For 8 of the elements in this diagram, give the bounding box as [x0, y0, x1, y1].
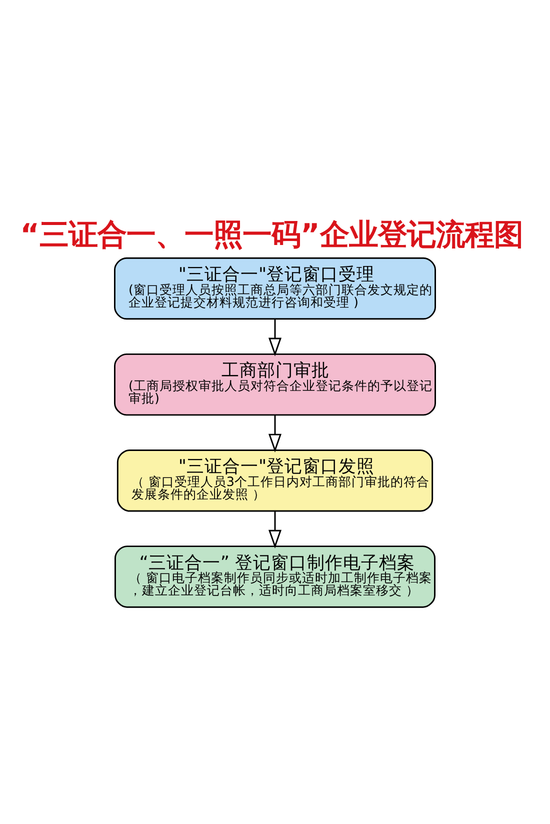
- arrow: [268, 414, 282, 452]
- node-box: "三证合一"登记窗口受理 (窗口受理人员按照工商总局等六部门联合发文规定的企业登记提交材料规范进行咨询和受理 ): [114, 256, 436, 320]
- arrow: [268, 510, 282, 548]
- diagram-title: “三证合一、一照一码”企业登记流程图: [20, 216, 523, 251]
- arrow: [268, 318, 282, 356]
- node-box: 工商部门审批 (工商局授权审批人员对符合企业登记条件的予以登记审批): [114, 352, 436, 416]
- node-box: “三证合一” 登记窗口制作电子档案 （ 窗口电子档案制作员同步或适时加工制作电子档案，建立企业登记台帐，适时向工商局档案室移交 ）: [114, 545, 436, 608]
- node-box: "三证合一"登记窗口发照 （ 窗口受理人员3个工作日内对工商部门审批的符合发展条件的企业发照 ）: [116, 449, 434, 512]
